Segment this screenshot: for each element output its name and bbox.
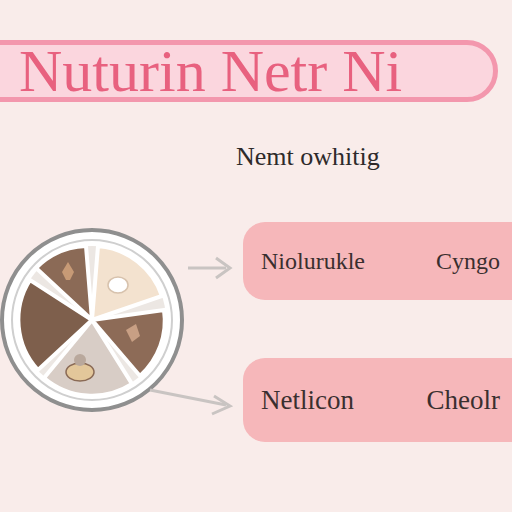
- box-note: Cyngo: [436, 248, 500, 275]
- title-text: Nuturin Netr Ni: [19, 37, 402, 106]
- arrow-head: [216, 258, 230, 278]
- nutrient-box: Niolurukle Cyngo: [243, 222, 512, 300]
- title-pill: Nuturin Netr Ni: [0, 40, 498, 102]
- flow-arrows: [150, 258, 230, 414]
- nutrient-box: Netlicon Cheolr: [243, 358, 512, 442]
- arrow-head: [212, 396, 230, 414]
- box-label: Niolurukle: [261, 248, 365, 275]
- subtitle-text: Nemt owhitig: [236, 142, 380, 172]
- plate: [2, 230, 182, 410]
- arrow-line: [188, 267, 226, 270]
- box-note: Cheolr: [427, 385, 501, 416]
- box-label: Netlicon: [261, 385, 354, 416]
